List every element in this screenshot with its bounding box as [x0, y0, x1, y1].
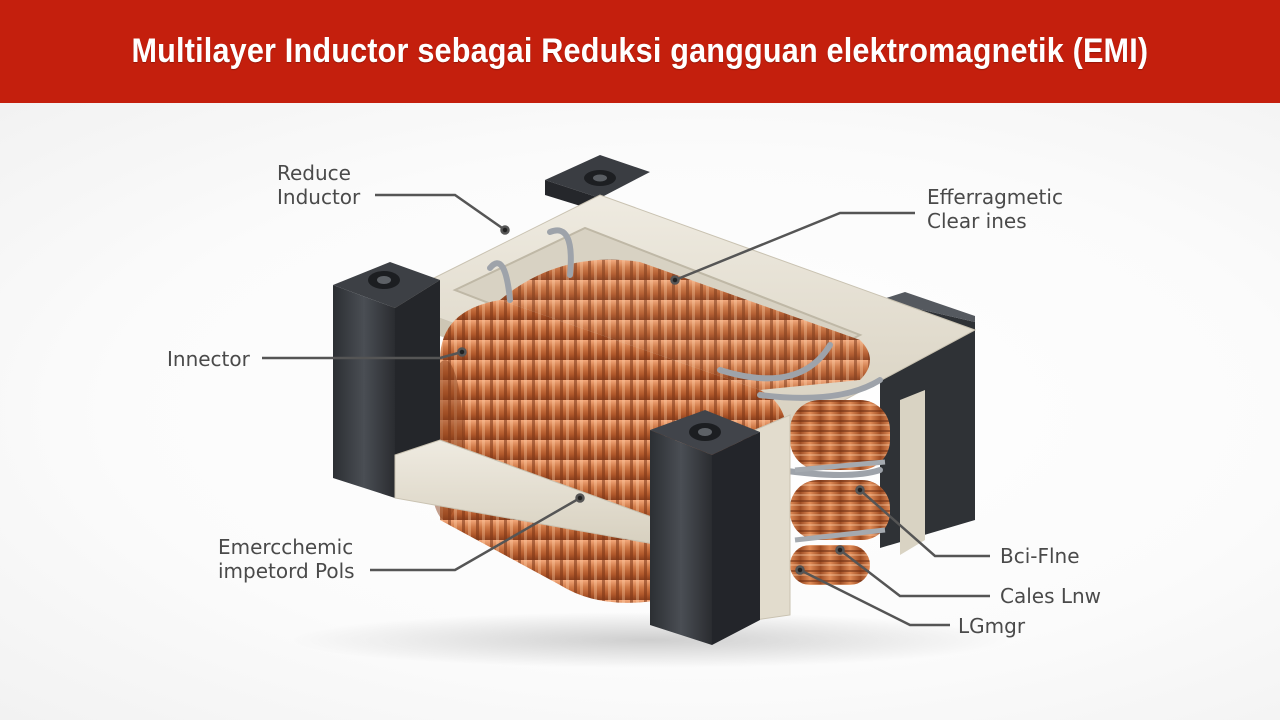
label-emerchemic-line1: Emercchemic	[218, 535, 354, 559]
core-frame-right-back	[900, 390, 925, 555]
label-electromagnetic-line2: Clear ines	[927, 209, 1027, 233]
leader-lines	[262, 193, 990, 627]
end-cap-front-right	[650, 410, 760, 645]
page-title: Multilayer Inductor sebagai Reduksi gang…	[131, 32, 1149, 70]
label-reduce-inductor-line2: Inductor	[277, 185, 361, 209]
wire-leads	[487, 227, 883, 478]
inductor-illustration	[262, 155, 1010, 668]
label-reduce-inductor: Reduce Inductor	[277, 161, 360, 209]
label-lgmgr: LGmgr	[958, 614, 1026, 638]
core-frame-right	[754, 414, 791, 621]
diagram-stage: Reduce Inductor Efferragmetic Clear ines…	[0, 103, 1280, 720]
end-cap-front-left	[333, 262, 440, 498]
label-electromagnetic-line1: Efferragmetic	[927, 185, 1063, 209]
label-electromagnetic-clear-lines: Efferragmetic Clear ines	[927, 185, 1063, 233]
label-emerchemic-impetord-pols: Emercchemic impetord Pols	[218, 535, 355, 583]
label-cales-lnw: Cales Lnw	[1000, 584, 1102, 608]
end-cap-back-top	[545, 155, 650, 212]
title-banner: Multilayer Inductor sebagai Reduksi gang…	[0, 0, 1280, 103]
label-bci-fine: Bci-Flne	[1000, 544, 1080, 568]
ground-shadow	[290, 612, 1010, 668]
label-reduce-inductor-line1: Reduce	[277, 161, 351, 185]
copper-coil-stack	[790, 400, 890, 585]
label-innector: Innector	[167, 347, 250, 371]
label-emerchemic-line2: impetord Pols	[218, 559, 355, 583]
